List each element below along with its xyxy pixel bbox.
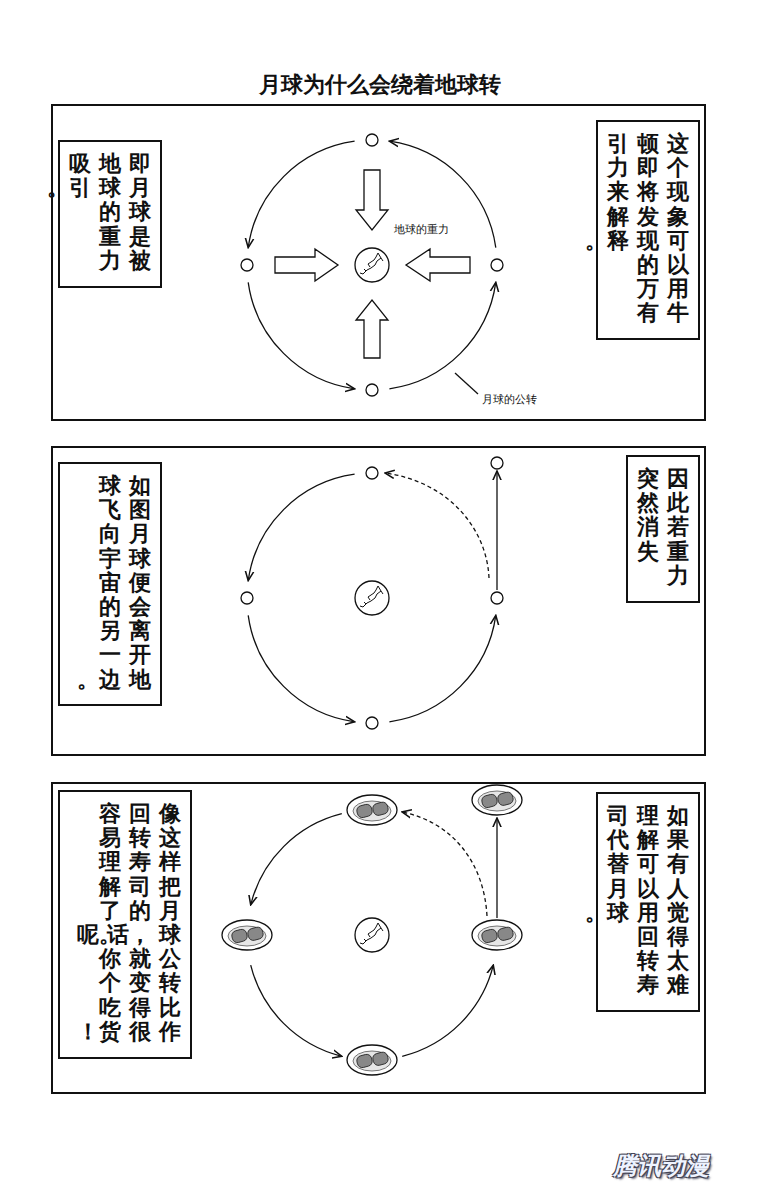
sushi-plate: [222, 785, 522, 1075]
text-box: 像这样把月球公转比作回转寿司的话，就变得很容易理解了呢。你个吃货！: [58, 790, 192, 1059]
vertical-text: 这个现象可以用牛顿即将发现的万有引力来解释。: [607, 132, 689, 328]
earth: [355, 918, 389, 952]
moon: [241, 457, 503, 729]
earth: [355, 581, 389, 615]
text-box: 即月球是被地球的重力吸引。: [58, 140, 162, 288]
callout-label: 月球的公转: [481, 392, 538, 407]
vertical-text: 因此若重力突然消失: [637, 467, 689, 591]
vertical-text: 如图月球便会离开地球飞向宇宙的另一边。: [69, 474, 151, 694]
orbit-arrows: [251, 812, 497, 1056]
vertical-text: 即月球是被地球的重力吸引。: [69, 152, 151, 276]
callout-label: 地球的重力: [393, 222, 450, 237]
moon: [241, 134, 503, 396]
page-title: 月球为什么会绕着地球转: [0, 70, 760, 100]
earth: [355, 248, 389, 282]
text-box: 如果有人觉得太难理解可以用回转寿司代替月球。: [596, 792, 700, 1012]
panel-frame: [52, 105, 705, 1093]
orbit-arrows: [248, 141, 496, 394]
vertical-text: 像这样把月球公转比作回转寿司的话，就变得很容易理解了呢。你个吃货！: [69, 802, 181, 1047]
text-box: 因此若重力突然消失: [626, 455, 700, 603]
text-box: 这个现象可以用牛顿即将发现的万有引力来解释。: [596, 120, 700, 340]
vertical-text: 如果有人觉得太难理解可以用回转寿司代替月球。: [607, 804, 689, 1000]
watermark: 腾讯动漫: [612, 1150, 710, 1182]
orbit-arrows: [248, 471, 497, 722]
gravity-arrow: [275, 170, 470, 358]
text-box: 如图月球便会离开地球飞向宇宙的另一边。: [58, 462, 162, 706]
